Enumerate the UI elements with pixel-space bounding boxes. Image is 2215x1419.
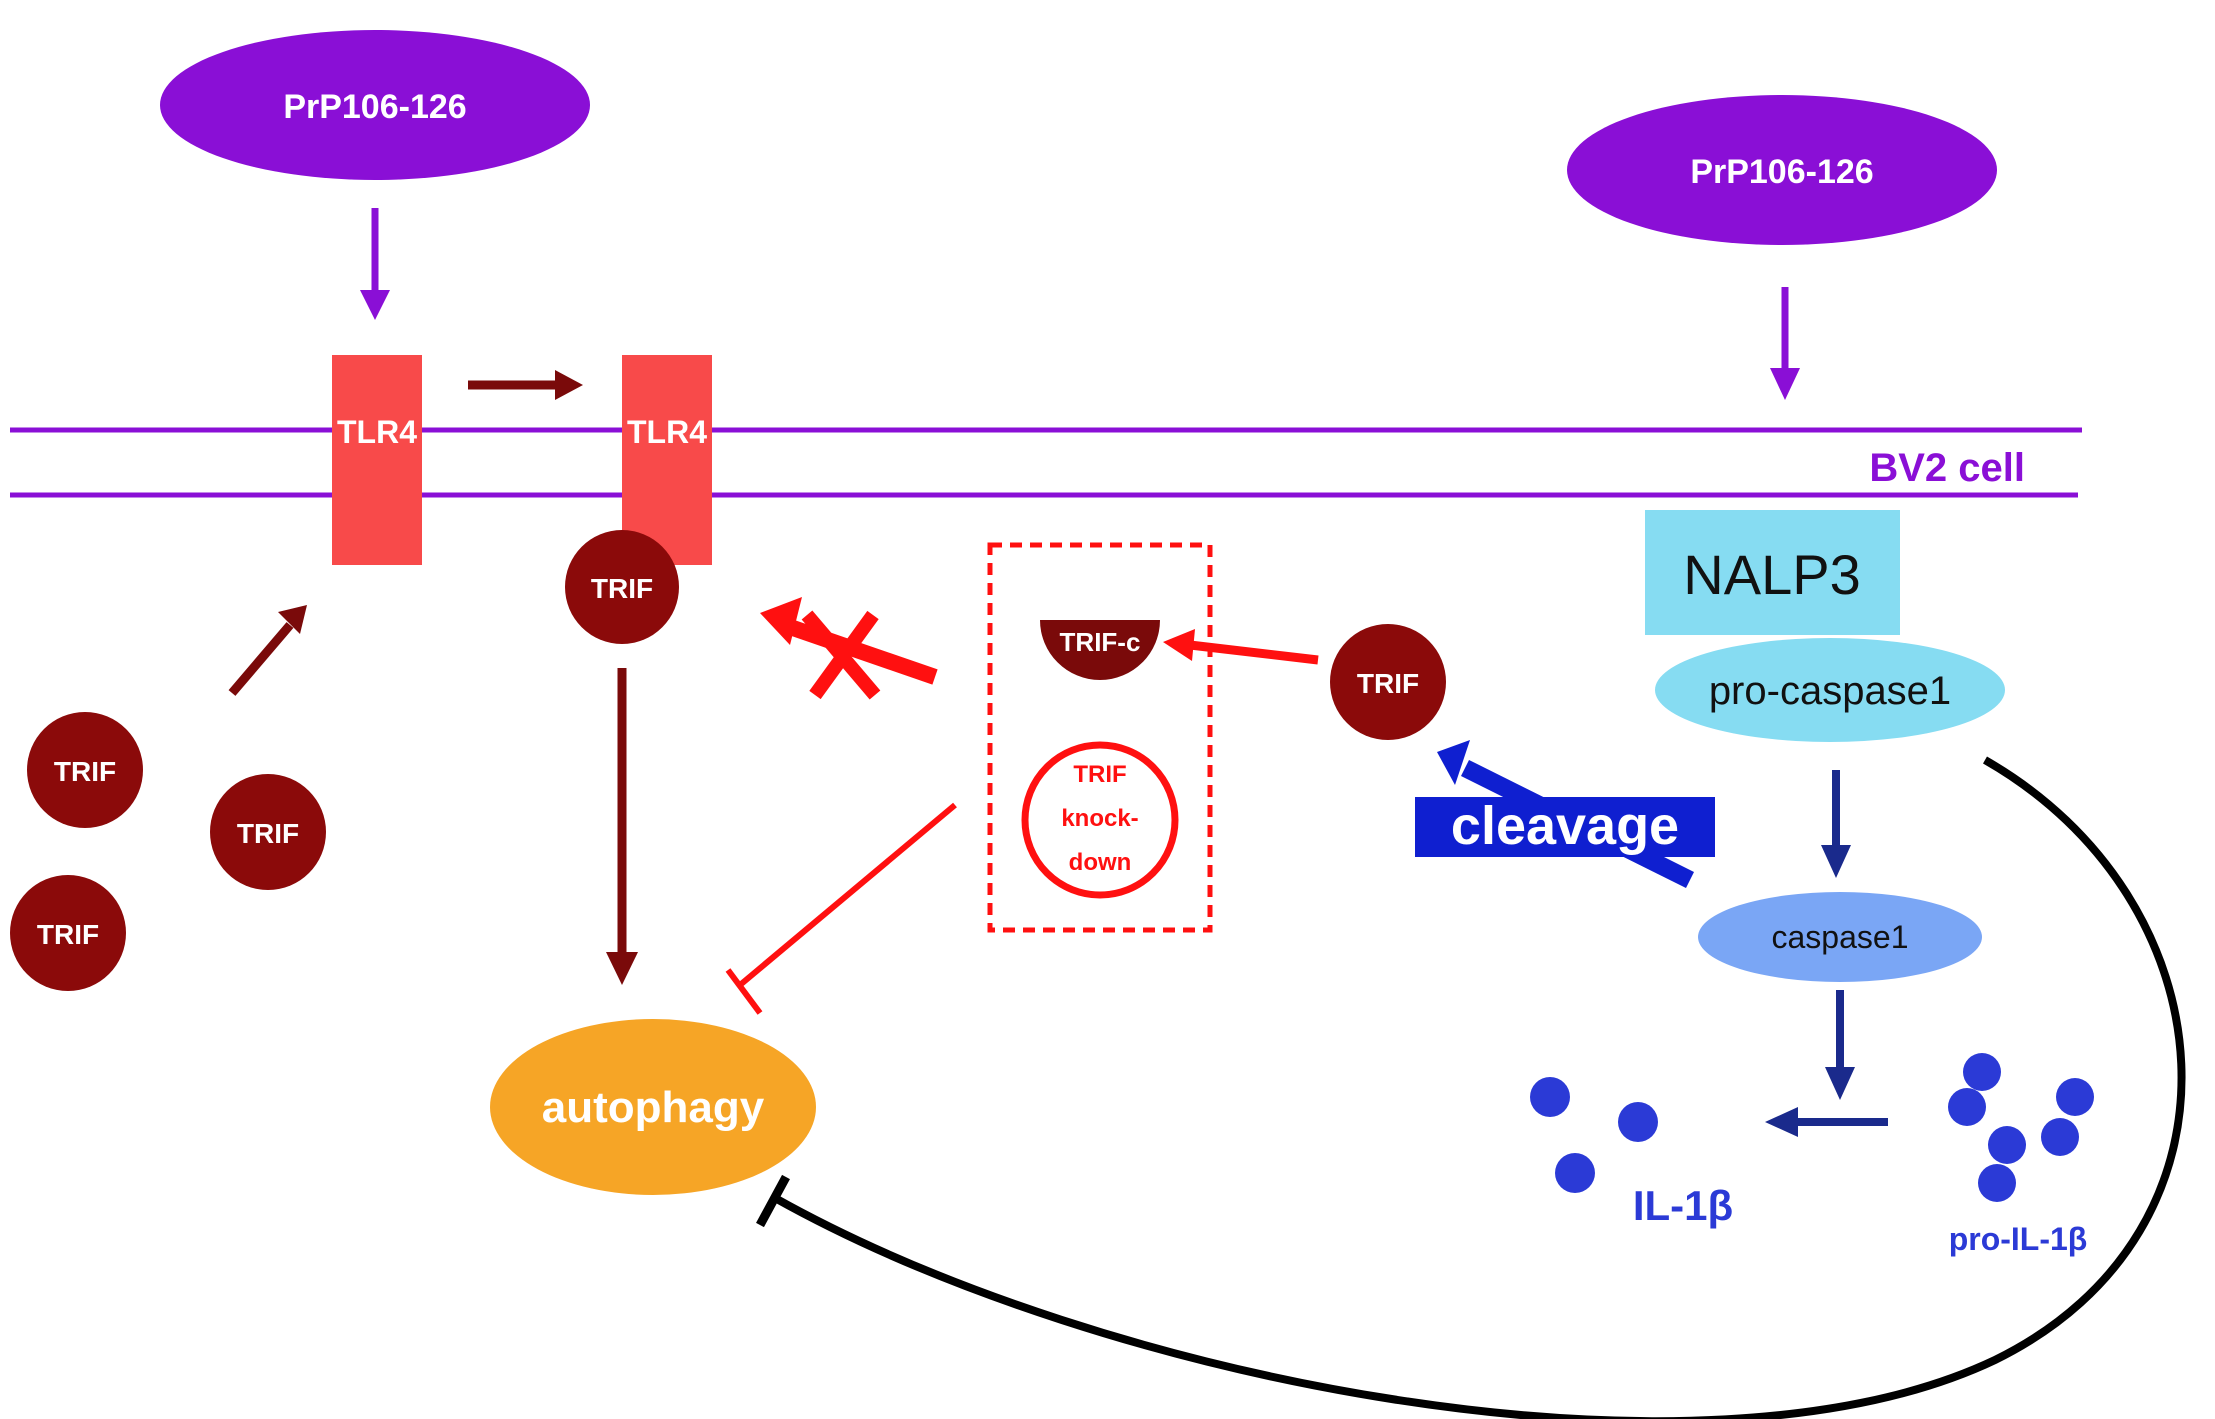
- il1b-dot-3: [1555, 1153, 1595, 1193]
- trif-recruit-arrow: [228, 622, 294, 696]
- trif-free-circle-1: [27, 712, 143, 828]
- pro-il1b-dot-3: [2056, 1078, 2094, 1116]
- cleavage-arrowhead: [1437, 740, 1470, 785]
- caspase-down-arrowhead: [1825, 1067, 1855, 1100]
- pro-il1b-to-il1b-arrowhead: [1765, 1107, 1798, 1137]
- trif-free-circle-2: [210, 774, 326, 890]
- nalp3-autophagy-inhibition-curve: [773, 756, 2186, 1419]
- knockdown-inhibition-bar: [725, 968, 763, 1015]
- pro-il1b-dot-2: [1948, 1088, 1986, 1126]
- trif-right-label: TRIF: [1357, 668, 1419, 699]
- nalp3-label: NALP3: [1683, 543, 1860, 606]
- trif-free-label-1: TRIF: [54, 756, 116, 787]
- prp-left-arrowhead: [360, 290, 390, 320]
- tlr4-a-label: TLR4: [337, 414, 417, 450]
- pro-caspase-label: pro-caspase1: [1709, 669, 1951, 713]
- trif-inhibition-box: [987, 542, 1213, 933]
- tlr4-transition-arrowhead: [555, 370, 583, 400]
- caspase-label: caspase1: [1772, 919, 1909, 955]
- trif-bound-label: TRIF: [591, 573, 653, 604]
- prp-right-arrowhead: [1770, 368, 1800, 400]
- trif-to-trifc-arrow: [1189, 640, 1319, 665]
- nalp3-box: [1645, 510, 1900, 635]
- trif-to-trifc-arrowhead: [1163, 629, 1195, 661]
- pro-il1b-dot-4: [1988, 1126, 2026, 1164]
- trif-free-circle-3: [10, 875, 126, 991]
- trif-bound-circle: [565, 530, 679, 644]
- blocked-arrow: [787, 619, 938, 685]
- trif-knockdown-circle: [1021, 741, 1179, 899]
- trif-right-circle: [1330, 624, 1446, 740]
- knockdown-line-1: TRIF: [1073, 761, 1126, 788]
- prp-right-label: PrP106-126: [1690, 153, 1873, 191]
- trif-free-label-3: TRIF: [37, 919, 99, 950]
- il1b-dot-1: [1530, 1077, 1570, 1117]
- prp-right-ellipse: [1567, 95, 1997, 245]
- procaspase-to-caspase-arrowhead: [1821, 845, 1851, 878]
- trif-c-shape: [1040, 620, 1160, 680]
- tlr4-receptor-a: [332, 355, 422, 565]
- caspase-ellipse: [1698, 892, 1982, 982]
- tlr4-receptor-b: [622, 355, 712, 565]
- trif-c-label: TRIF-c: [1060, 627, 1141, 657]
- cleavage-label: cleavage: [1451, 796, 1679, 856]
- il1b-dot-2: [1618, 1102, 1658, 1142]
- blocked-arrowhead: [760, 597, 802, 645]
- knockdown-inhibition-line: [738, 802, 957, 988]
- block-x-stroke-2: [809, 610, 879, 700]
- pro-il1b-dot-6: [1978, 1164, 2016, 1202]
- knockdown-line-3: down: [1069, 849, 1132, 876]
- pro-caspase-ellipse: [1655, 638, 2005, 742]
- prp-left-ellipse: [160, 30, 590, 180]
- cleavage-banner: [1415, 797, 1715, 857]
- autophagy-label: autophagy: [542, 1083, 765, 1132]
- autophagy-ellipse: [490, 1019, 816, 1195]
- pro-il1b-dot-1: [1963, 1053, 2001, 1091]
- nalp3-inhibition-bar: [756, 1174, 790, 1228]
- trif-free-label-2: TRIF: [237, 818, 299, 849]
- pro-il1b-label: pro-IL-1β: [1949, 1221, 2088, 1257]
- trif-recruit-arrowhead: [278, 605, 307, 634]
- cell-label: BV2 cell: [1869, 446, 2025, 490]
- prp-left-label: PrP106-126: [283, 88, 466, 126]
- knockdown-line-2: knock-: [1061, 805, 1138, 832]
- pro-il1b-dot-5: [2041, 1118, 2079, 1156]
- il1b-label: IL-1β: [1633, 1182, 1733, 1229]
- tlr4-b-label: TLR4: [627, 414, 707, 450]
- trif-autophagy-arrowhead: [606, 952, 638, 985]
